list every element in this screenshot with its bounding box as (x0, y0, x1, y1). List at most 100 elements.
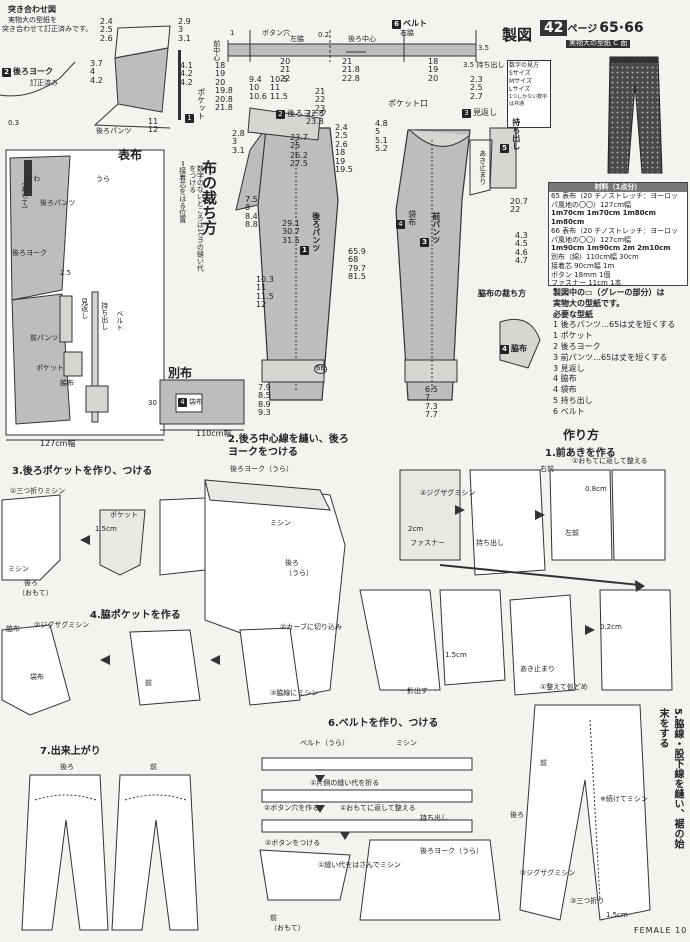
s6-fold-back: ①おもてに返して整える (340, 804, 416, 812)
draft-side-nums: 2.4 2.5 2.6 18 19 19.5 (335, 123, 353, 174)
mat-65: 65 表布（20 チノストレッチ：ヨーロッパ風地の〇〇）127cm幅 (551, 191, 679, 209)
belt-side: 3.5 持ち出し (463, 61, 505, 69)
s5-back: 後ろ (510, 811, 524, 819)
cutting-title: 布の裁ち方 (200, 160, 218, 235)
pattern-intro-2: 実物大の型紙です。 (553, 298, 625, 308)
s6-front: 前 (270, 914, 277, 922)
overlap-diagram-svg (0, 25, 181, 129)
s2-ura: （うら） (285, 569, 313, 577)
belt-left-side: 左脇 (290, 35, 304, 43)
draft-mid-e: 10.3 11 11.5 12 (256, 275, 274, 310)
overlap-num-b: 2.9 3 3.1 (178, 17, 191, 43)
cutting-piece-pocket: ポケット (36, 364, 64, 372)
sizes-legend-l: Lサイズ (509, 86, 531, 94)
cutting-piece-placket: 持ち出し (100, 302, 109, 330)
belt-n1: 1 (230, 29, 235, 37)
draft-r-d: 2.3 2.5 2.7 (470, 75, 483, 101)
overlap-num-d: 4.1 4.2 4.2 (180, 61, 193, 87)
materials-box: 材料（1点分） 65 表布（20 チノストレッチ：ヨーロッパ風地の〇〇）127c… (548, 182, 688, 287)
footer-magazine: FEMALE (634, 926, 672, 935)
materials-title: 材料（1点分） (549, 183, 687, 192)
step-3-title: 3.後ろポケットを作り、つける (12, 466, 153, 477)
draft-mid-b: 26.2 27.5 (290, 151, 308, 169)
draft-l5: 22.8 23.8 (306, 109, 324, 127)
overlap-yoke-note: 訂正済み (30, 79, 58, 87)
pattern-item: 1 後ろパンツ…65は丈を短くする (553, 320, 676, 330)
step-4-title: 4.脇ポケットを作る (90, 610, 181, 621)
overlap-backpants-label: 後ろパンツ (96, 127, 132, 135)
s6-belt: ベルト（うら） (300, 739, 349, 747)
draft-l4: 21 22 23 (315, 87, 326, 113)
page-label: ページ (567, 24, 598, 35)
s4-zigzag: ②ジグザグミシン (34, 621, 90, 629)
steps-title: 作り方 (563, 428, 600, 442)
pattern-item: 6 ベルト (553, 406, 585, 416)
overlap-num-e: 11 12 (148, 117, 159, 135)
cutting-note: 数字のないところは1cmの縫い代をつける (188, 165, 205, 272)
s3-omote: （おもて） (18, 589, 53, 597)
overlap-num-c: 3.7 4 4.2 (90, 59, 103, 85)
s2-yoke: 後ろヨーク（うら） (230, 465, 293, 473)
label-opening-end: あき止まり (478, 150, 487, 185)
mat-button: ボタン 18mm 1個 (551, 270, 611, 279)
belt-n2: 0.2 (318, 31, 330, 39)
sizes-legend-s: Sサイズ (509, 70, 531, 78)
s5-front: 前 (540, 759, 547, 767)
draft-66-mark: 66 (314, 364, 327, 374)
s6-placket: 持ち出し (420, 814, 448, 822)
pattern-item: 2 後ろヨーク (553, 341, 601, 351)
pants-draft-svg (235, 107, 541, 401)
draft-mid-c: 29.1 30.7 31.5 (282, 219, 300, 245)
sizes-legend: 数字の見方 Sサイズ Mサイズ Lサイズ 1つしかない数字は共通 (507, 60, 551, 128)
belt-top2: 21 21.8 22.8 (342, 57, 360, 83)
s2-mishin: ミシン (270, 519, 291, 527)
s1-right-front: 右前 (540, 465, 554, 473)
belt-n3: 3.5 (478, 44, 490, 52)
sizes-legend-m: Mサイズ (509, 78, 532, 86)
s6-buttonhole: ②ボタン穴を作る (264, 804, 320, 812)
s1-fold: ①おもてに返して整える (572, 457, 648, 465)
page-badge: 42 (540, 20, 568, 36)
cutting-piece-facing: 見返し (80, 298, 89, 319)
belt-center-back: 後ろ中心 (348, 35, 376, 43)
draft-hip: 7.5 8 8.4 8.8 (245, 195, 258, 230)
s5-zigzag: ②ジグザグミシン (520, 869, 576, 877)
s1-left-front: 左前 (565, 529, 579, 537)
draft-l2: 9.4 10 10.6 (249, 75, 267, 101)
belt-buttonhole: ボタン穴 (262, 29, 290, 37)
belt-top1: 20 21 22 (280, 57, 291, 83)
footer-page: 10 (675, 926, 688, 935)
s7-back: 後ろ (60, 763, 74, 771)
mat-66-len: 1m90cm 1m90cm 2m 2m10cm (551, 244, 671, 253)
overlap-note-1: 実物大の型紙を (8, 16, 57, 24)
draft-mid-d: 65.9 68 79.7 81.5 (348, 247, 366, 282)
s2-back: 後ろ (285, 559, 299, 567)
belt-front-center: 前中心 (212, 40, 221, 61)
cutting-piece-front: 前パンツ (30, 334, 59, 342)
s4-bag: 袋布 (30, 673, 44, 681)
overlap-num-f: 0.3 (8, 119, 20, 127)
s6-belt-fold: ①縫い代をはさんでミシン (318, 861, 401, 869)
s1-dim15: 1.5cm (445, 651, 467, 659)
cutting-piece-side: 脇布 (60, 379, 74, 387)
cutting-piece-yoke: 後ろヨーク (12, 249, 47, 257)
label-pocket-mouth: ポケット口 (388, 99, 428, 108)
s1-fold-back-e: ①整えて仮どめ (540, 683, 588, 691)
s6-omote: （おもて） (270, 924, 305, 932)
footer: FEMALE 10 (634, 926, 687, 935)
s3-mishin: ミシン (8, 565, 29, 573)
draft-mid-f: 7.9 8.5 8.9 9.3 (258, 383, 271, 418)
model-numbers: 65·66 (599, 20, 644, 36)
mat-65-len: 1m70cm 1m70cm 1m80cm 1m80cm (551, 209, 656, 226)
s4-curve: ②カーブに切り込み (280, 623, 342, 631)
draft-left-col: 18 19 20 19.8 20.8 21.8 (215, 61, 233, 112)
step-2-title: 2.後ろ中心線を縫い、後ろヨークをつける (228, 434, 349, 458)
